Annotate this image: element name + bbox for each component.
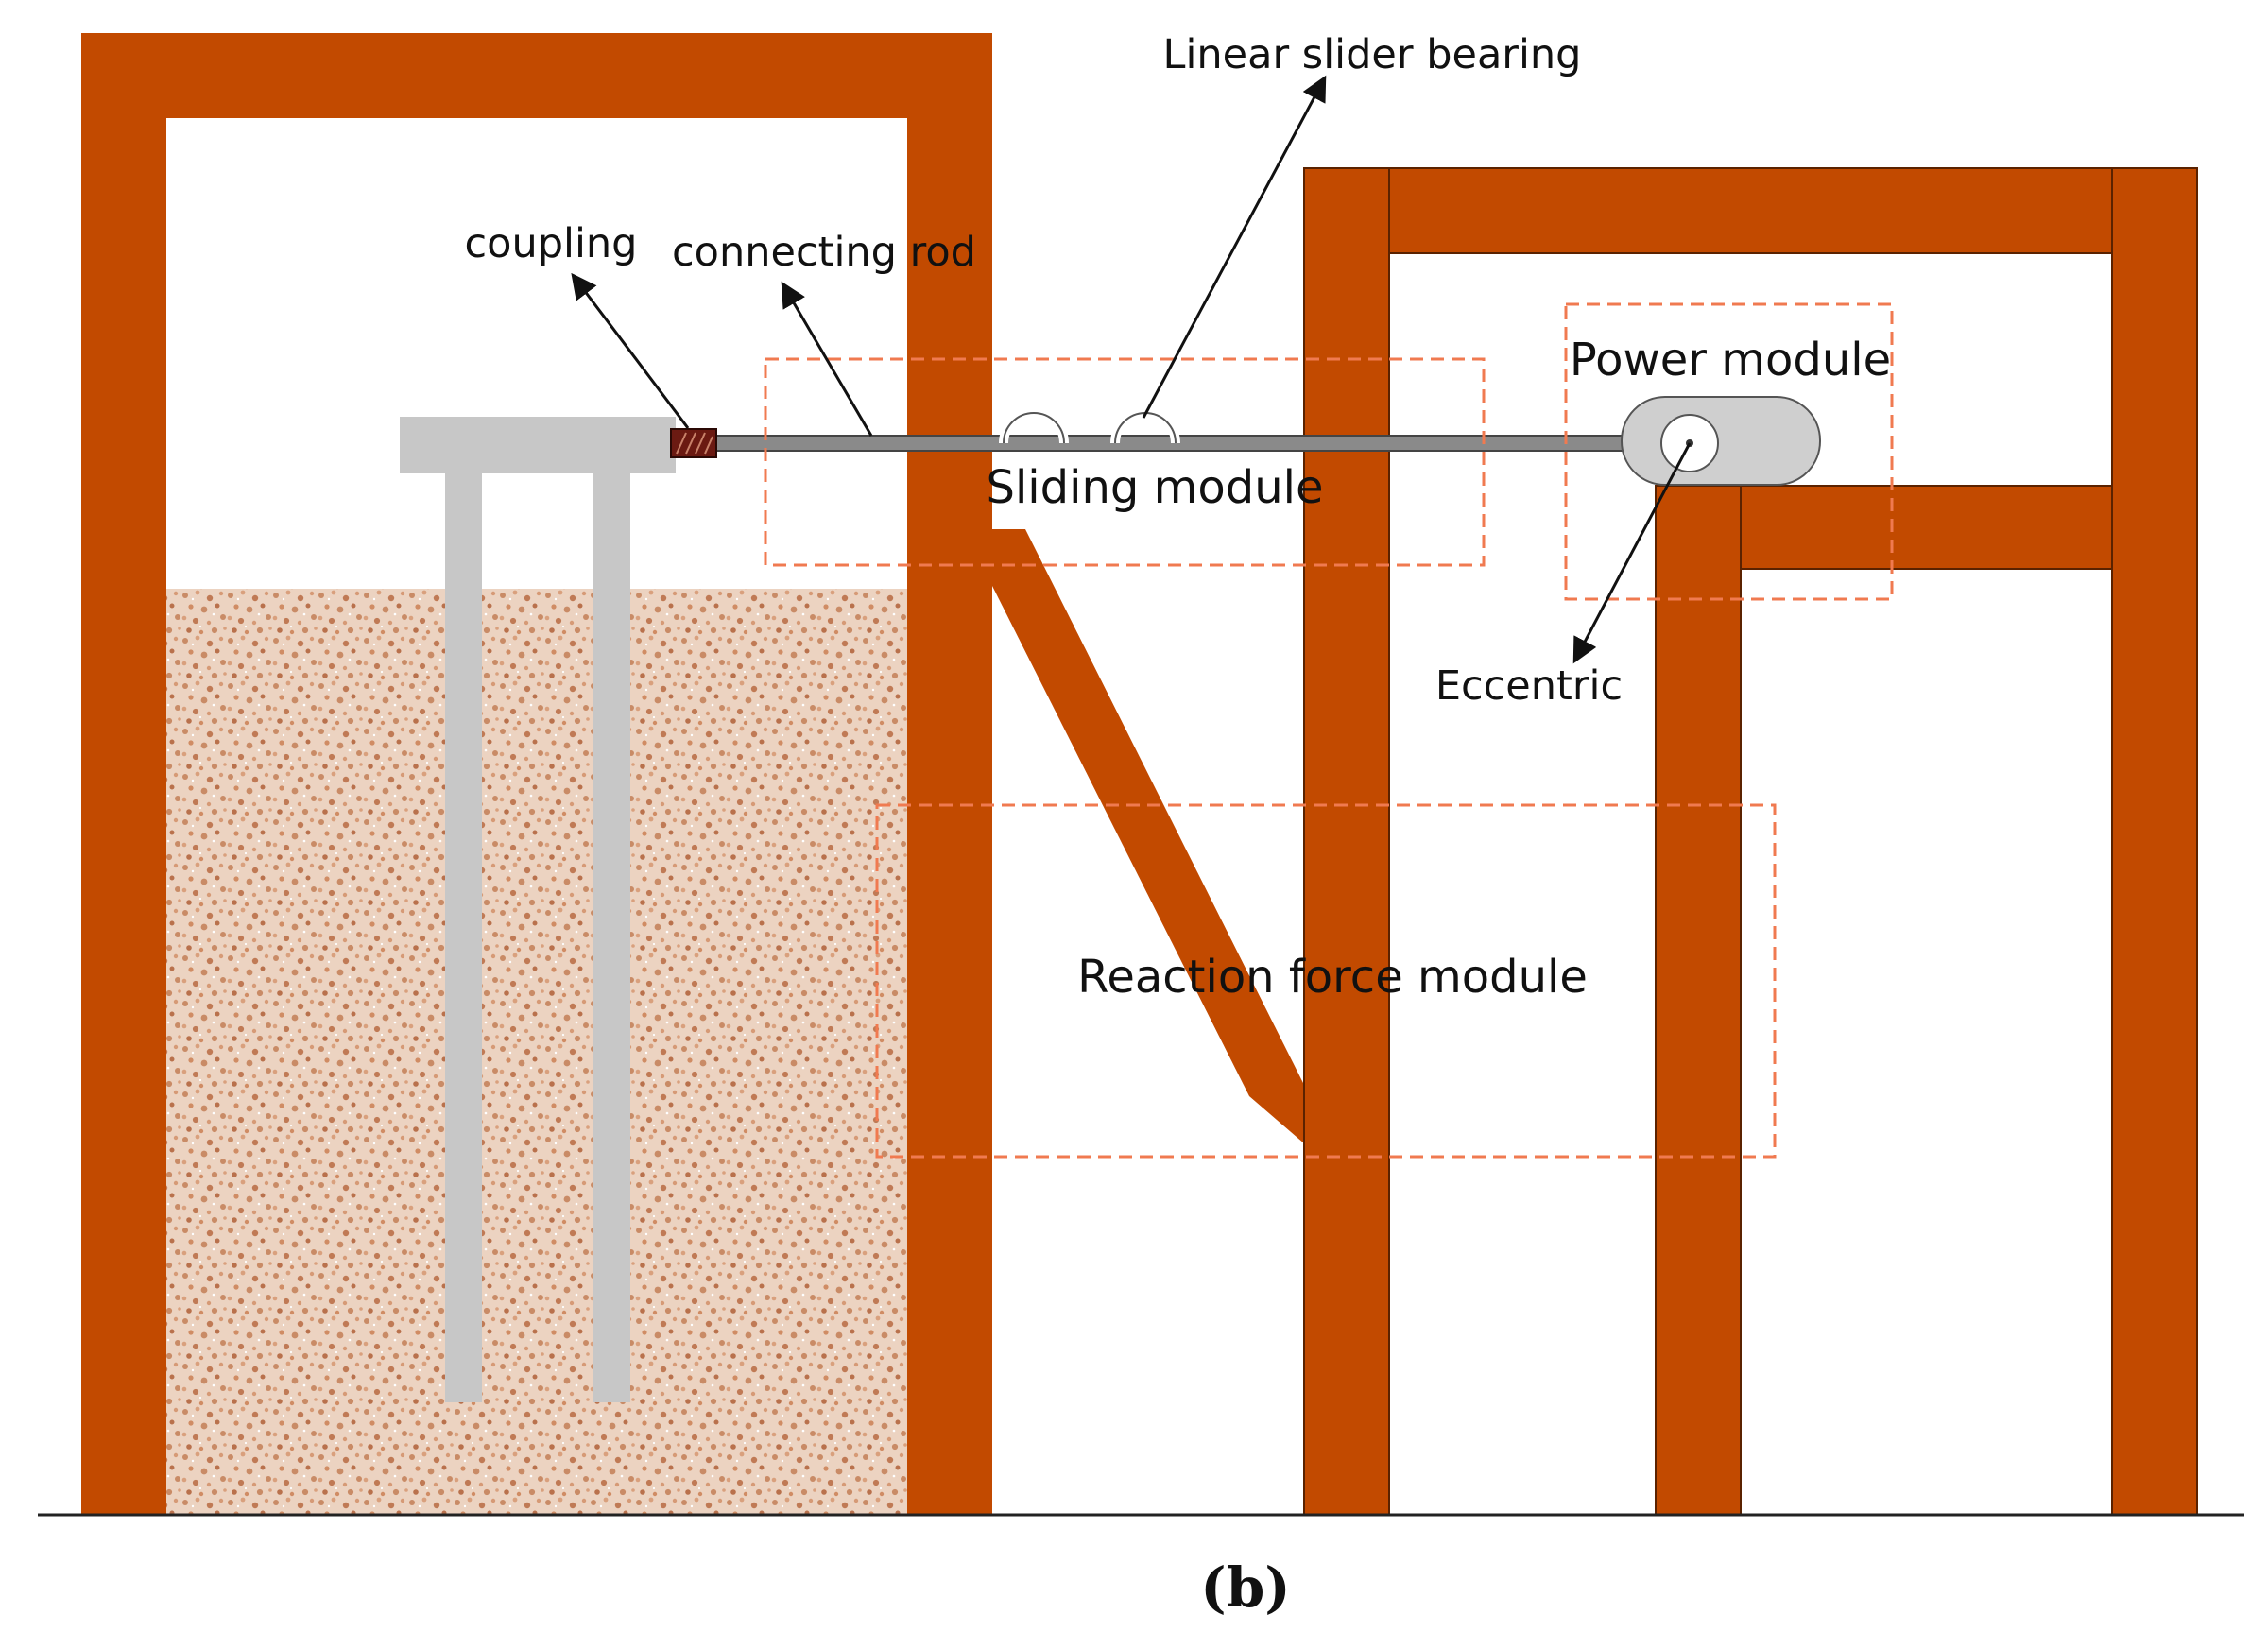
- reaction-frame: [1303, 167, 2198, 1516]
- figure-caption: (b): [1200, 1555, 1290, 1620]
- left-frame-top: [81, 33, 992, 118]
- reaction-frame-right-post: [2111, 167, 2198, 1516]
- connecting-rod: [715, 435, 1670, 452]
- power-module-box: [1564, 302, 1894, 601]
- reaction-frame-left-post: [1303, 167, 1390, 1516]
- coupling-texture: [676, 432, 713, 455]
- pile-group: [400, 417, 676, 1402]
- label-eccentric: Eccentric: [1435, 662, 1623, 710]
- soil-fill: [166, 589, 907, 1515]
- left-frame-left-post: [81, 33, 166, 1515]
- pile-cap: [400, 417, 676, 473]
- coupling-arrow: [571, 272, 690, 429]
- label-power-module: Power module: [1570, 334, 1891, 386]
- pile-right: [593, 473, 630, 1402]
- label-sliding-module: Sliding module: [987, 461, 1324, 514]
- label-coupling: coupling: [465, 220, 638, 267]
- reaction-frame-top: [1303, 167, 2198, 254]
- label-connecting-rod: connecting rod: [672, 229, 976, 276]
- eccentric-arrow: [1572, 442, 1692, 664]
- left-frame-right-post: [907, 33, 992, 1515]
- left-frame: [81, 33, 992, 1515]
- diagonal-brace: [992, 529, 1304, 1143]
- eccentric-housing: [1621, 396, 1821, 486]
- pile-left: [445, 473, 482, 1402]
- label-reaction-force-module: Reaction force module: [1077, 951, 1588, 1004]
- label-linear-slider-bearing: Linear slider bearing: [1163, 31, 1582, 78]
- linear-slider-bearing-arrow: [1142, 75, 1327, 419]
- sliding-module-box: [764, 357, 1486, 567]
- connecting-rod-arrow: [781, 281, 873, 437]
- reaction-force-module-box: [875, 803, 1777, 1159]
- motor-support-post: [1655, 485, 1742, 1516]
